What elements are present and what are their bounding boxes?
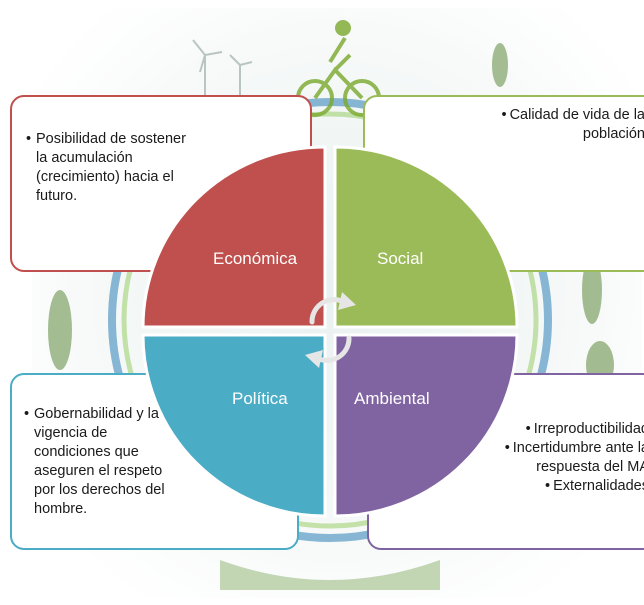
list-item: • Externalidades [429,477,644,496]
social-item-line2: población [582,126,644,142]
quadrant-label-social: Social [377,249,424,268]
quadrant-label-ambiental: Ambiental [354,389,430,408]
economica-item-text: Posibilidad de sostener la acumulación (… [36,131,186,204]
ambiental-item1-text: Irreproductibilidad [533,421,644,437]
politica-item-text: Gobernabilidad y la vigencia de condicio… [34,406,165,517]
quadrant-label-economica: Económica [213,249,298,268]
social-item-line1: Calidad de vida de la [509,107,644,123]
quadrant-politica [141,333,327,518]
list-item: • Incertidumbre ante la [429,439,644,458]
ambiental-description-box: • Irreproductibilidad • Incertidumbre an… [367,373,644,550]
ambiental-item2-line2: respuesta del MA [536,459,644,475]
quadrant-label-politica: Política [232,389,288,408]
quadrant-ambiental [333,333,519,518]
list-item: • Posibilidad de sostener la acumulación… [26,131,186,204]
list-item: • Calidad de vida de la [501,107,644,123]
ambiental-item3-text: Externalidades [553,478,644,494]
list-item: • Gobernabilidad y la vigencia de condic… [24,405,184,519]
ambiental-item2-line1: Incertidumbre ante la [512,440,644,456]
quadrant-social [333,145,519,329]
cycle-arrows-icon [305,292,356,368]
list-item: • Irreproductibilidad [429,420,644,439]
quadrant-economica [141,145,327,329]
